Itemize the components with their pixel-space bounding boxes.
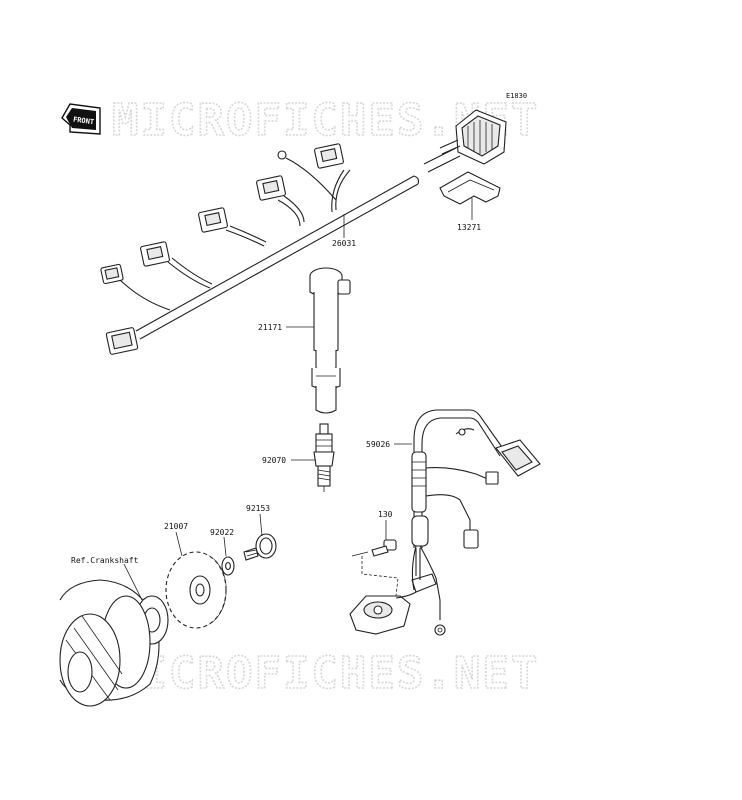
sub-harness-icon — [349, 409, 541, 636]
part-label-21007: 21007 — [164, 522, 188, 557]
part-label-26031: 26031 — [332, 214, 356, 248]
front-arrow-icon: FRONT — [61, 103, 101, 135]
part-number-13271: 13271 — [457, 223, 481, 232]
part-label-59026: 59026 — [366, 440, 412, 449]
part-number-21007: 21007 — [164, 522, 188, 531]
wiring-harness — [100, 109, 507, 355]
harness-main-connector-icon — [439, 109, 507, 165]
part-number-59026: 59026 — [366, 440, 390, 449]
ref-crankshaft-text: Ref.Crankshaft — [71, 556, 139, 565]
part-label-92153: 92153 — [246, 504, 270, 537]
ref-crankshaft-label: Ref.Crankshaft — [71, 556, 143, 601]
harness-connector-3-icon — [198, 207, 228, 233]
part-label-21171: 21171 — [258, 323, 314, 332]
diagram-code: E1830 — [506, 92, 527, 100]
part-label-13271: 13271 — [457, 198, 481, 232]
bolt-130-icon — [351, 539, 397, 557]
part-number-26031: 26031 — [332, 239, 356, 248]
harness-connector-1-icon — [314, 143, 344, 169]
rotor-icon — [165, 551, 227, 629]
part-label-130: 130 — [378, 510, 393, 540]
part-number-21171: 21171 — [258, 323, 282, 332]
harness-connector-6-icon — [105, 327, 139, 355]
sub-harness-connector-icon — [495, 439, 541, 477]
pickup-sensor-icon — [349, 595, 411, 635]
spark-plug-icon — [313, 423, 335, 492]
harness-connector-5-icon — [100, 263, 124, 285]
part-number-130: 130 — [378, 510, 393, 519]
part-label-92070: 92070 — [262, 456, 316, 465]
bracket-icon — [439, 171, 501, 205]
bolt-92153-icon — [243, 533, 277, 561]
ignition-coil-icon — [309, 267, 351, 414]
harness-connector-4-icon — [140, 241, 170, 267]
crankshaft-icon — [59, 579, 169, 707]
part-number-92153: 92153 — [246, 504, 270, 513]
watermark-bottom: MICROFICHES.NET — [112, 648, 539, 699]
front-badge-text: FRONT — [73, 116, 95, 127]
harness-connector-2-icon — [256, 175, 286, 201]
part-number-92070: 92070 — [262, 456, 286, 465]
part-label-92022: 92022 — [210, 528, 234, 557]
part-number-92022: 92022 — [210, 528, 234, 537]
washer-icon — [221, 556, 235, 576]
